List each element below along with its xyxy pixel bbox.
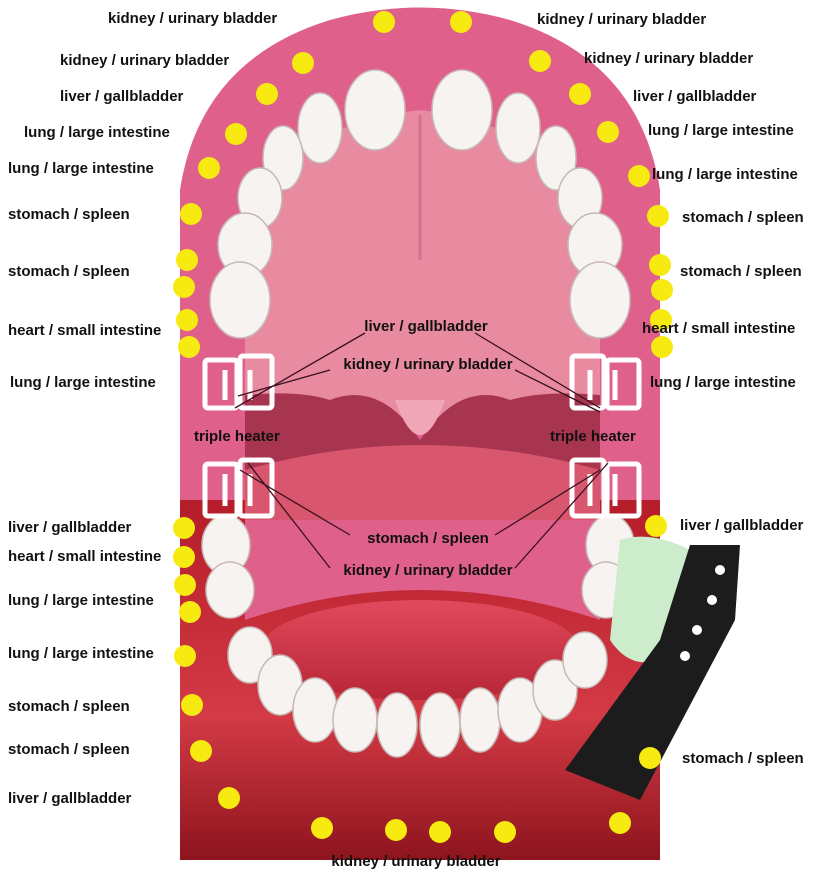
label-right-5: lung / large intestine [652,166,798,183]
label-center-kidney: kidney / urinary bladder [343,356,512,373]
label-right-10: liver / gallbladder [680,517,803,534]
label-triple-left: triple heater [194,428,280,445]
label-center-stomach: stomach / spleen [367,530,489,547]
label-left-8: heart / small intestine [8,322,161,339]
label-right-15: stomach / spleen [682,750,804,767]
label-right-3: liver / gallbladder [633,88,756,105]
label-left-7: stomach / spleen [8,263,130,280]
label-top-right: kidney / urinary bladder [537,11,706,28]
label-right-9: lung / large intestine [650,374,796,391]
label-left-14: stomach / spleen [8,698,130,715]
label-left-16: liver / gallbladder [8,790,131,807]
label-right-4: lung / large intestine [648,122,794,139]
label-right-2: kidney / urinary bladder [584,50,753,67]
label-top-left: kidney / urinary bladder [108,10,277,27]
label-left-11: heart / small intestine [8,548,161,565]
label-center-liver: liver / gallbladder [364,318,487,335]
label-left-9: lung / large intestine [10,374,156,391]
label-triple-right: triple heater [550,428,636,445]
label-left-2: kidney / urinary bladder [60,52,229,69]
label-left-5: lung / large intestine [8,160,154,177]
label-right-7: stomach / spleen [680,263,802,280]
label-right-6: stomach / spleen [682,209,804,226]
label-left-10: liver / gallbladder [8,519,131,536]
label-right-8: heart / small intestine [642,320,795,337]
label-bottom: kidney / urinary bladder [331,853,500,870]
label-left-12: lung / large intestine [8,592,154,609]
label-left-15: stomach / spleen [8,741,130,758]
label-left-4: lung / large intestine [24,124,170,141]
label-left-3: liver / gallbladder [60,88,183,105]
label-left-6: stomach / spleen [8,206,130,223]
label-left-13: lung / large intestine [8,645,154,662]
label-center-kidney-2: kidney / urinary bladder [343,562,512,579]
